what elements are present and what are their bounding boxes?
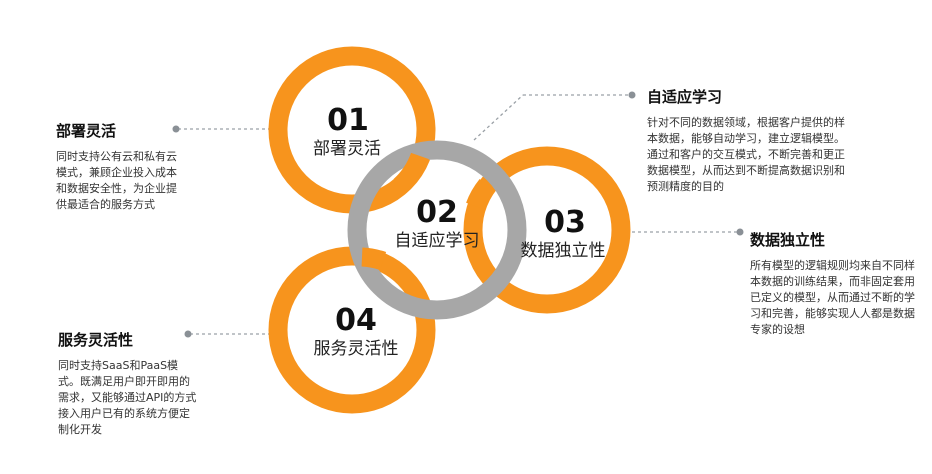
connector-dot-service	[184, 330, 192, 338]
adaptive-description: 针对不同的数据领域，根据客户提供的样本数据，能够自动学习，建立逻辑模型。通过和客…	[647, 116, 845, 193]
ring-03	[463, 146, 631, 314]
ring-01-label: 部署灵活	[313, 139, 381, 159]
ring-04-label: 服务灵活性	[314, 339, 399, 359]
connector-dot-independence	[736, 228, 744, 236]
connectors	[178, 94, 738, 335]
ring-02-number: 02	[416, 195, 458, 230]
service-title: 服务灵活性	[58, 331, 134, 349]
connector-dots	[172, 91, 744, 338]
ring-03-overlap	[466, 179, 495, 210]
connector-dot-deploy	[172, 125, 180, 133]
adaptive-title: 自适应学习	[647, 88, 723, 106]
service-description: 同时支持SaaS和PaaS模式。既满足用户即开即用的需求，又能够通过API的方式…	[58, 359, 197, 436]
ring-02-label: 自适应学习	[395, 231, 480, 251]
connector-dot-adaptive	[628, 91, 636, 99]
connector-adaptive-diag	[473, 94, 524, 141]
deploy-title: 部署灵活	[56, 122, 117, 140]
ring-04-number: 04	[335, 303, 377, 338]
independence-description: 所有模型的逻辑规则均来自不同样本数据的训练结果，而非固定套用已定义的模型，从而通…	[750, 259, 915, 336]
ring-01-overlap	[393, 152, 429, 194]
service-block: 服务灵活性 同时支持SaaS和PaaS模式。既满足用户即开即用的需求，又能够通过…	[58, 329, 200, 438]
deploy-block: 部署灵活 同时支持公有云和私有云模式，兼顾企业投入成本和数据安全性，为企业提供最…	[56, 120, 178, 213]
deploy-description: 同时支持公有云和私有云模式，兼顾企业投入成本和数据安全性，为企业提供最适合的服务…	[56, 150, 177, 211]
independence-title: 数据独立性	[750, 231, 826, 249]
ring-03-label: 数据独立性	[521, 241, 606, 261]
ring-03-number: 03	[544, 205, 586, 240]
ring-01-number: 01	[327, 103, 369, 138]
independence-block: 数据独立性 所有模型的逻辑规则均来自不同样本数据的训练结果，而非固定套用已定义的…	[750, 229, 916, 338]
adaptive-block: 自适应学习 针对不同的数据领域，根据客户提供的样本数据，能够自动学习，建立逻辑模…	[647, 86, 855, 195]
ring-04-overlap	[361, 247, 387, 271]
ring-02	[347, 140, 527, 320]
